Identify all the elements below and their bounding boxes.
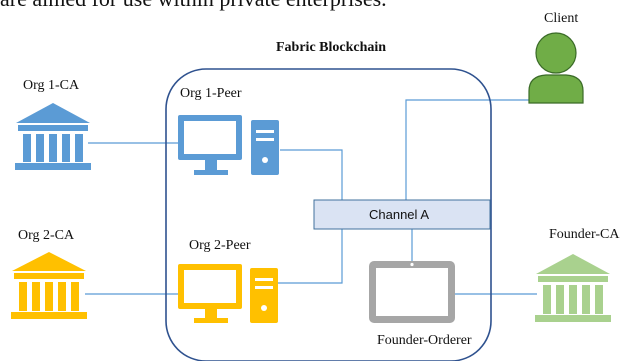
client-label: Client [544, 11, 579, 26]
tablet-icon [369, 261, 455, 323]
desktop-computer-icon [178, 115, 279, 175]
client-to-channel-line [405, 99, 529, 200]
org2-peer-to-channel-line [278, 229, 343, 284]
fabric-network-boundary [165, 68, 492, 361]
org2-peer-label: Org 2-Peer [189, 238, 251, 253]
paragraph-fragment: are aimed for use within private enterpr… [0, 0, 387, 12]
desktop-computer-icon [178, 264, 278, 323]
channel-a-label: Channel A [369, 207, 429, 222]
org2-ca-label: Org 2-CA [18, 228, 75, 243]
user-icon [528, 32, 584, 104]
founder-orderer-label: Founder-Orderer [377, 333, 472, 348]
bank-icon [15, 103, 91, 170]
org1-peer-label: Org 1-Peer [180, 86, 242, 101]
founder-ca-label: Founder-CA [549, 227, 620, 242]
bank-icon [11, 252, 87, 319]
diagram-title: Fabric Blockchain [276, 40, 387, 55]
channel-a-box [313, 199, 491, 230]
org1-peer-to-channel-line [280, 149, 343, 200]
org1-ca-label: Org 1-CA [23, 78, 80, 93]
bank-icon [535, 254, 611, 322]
